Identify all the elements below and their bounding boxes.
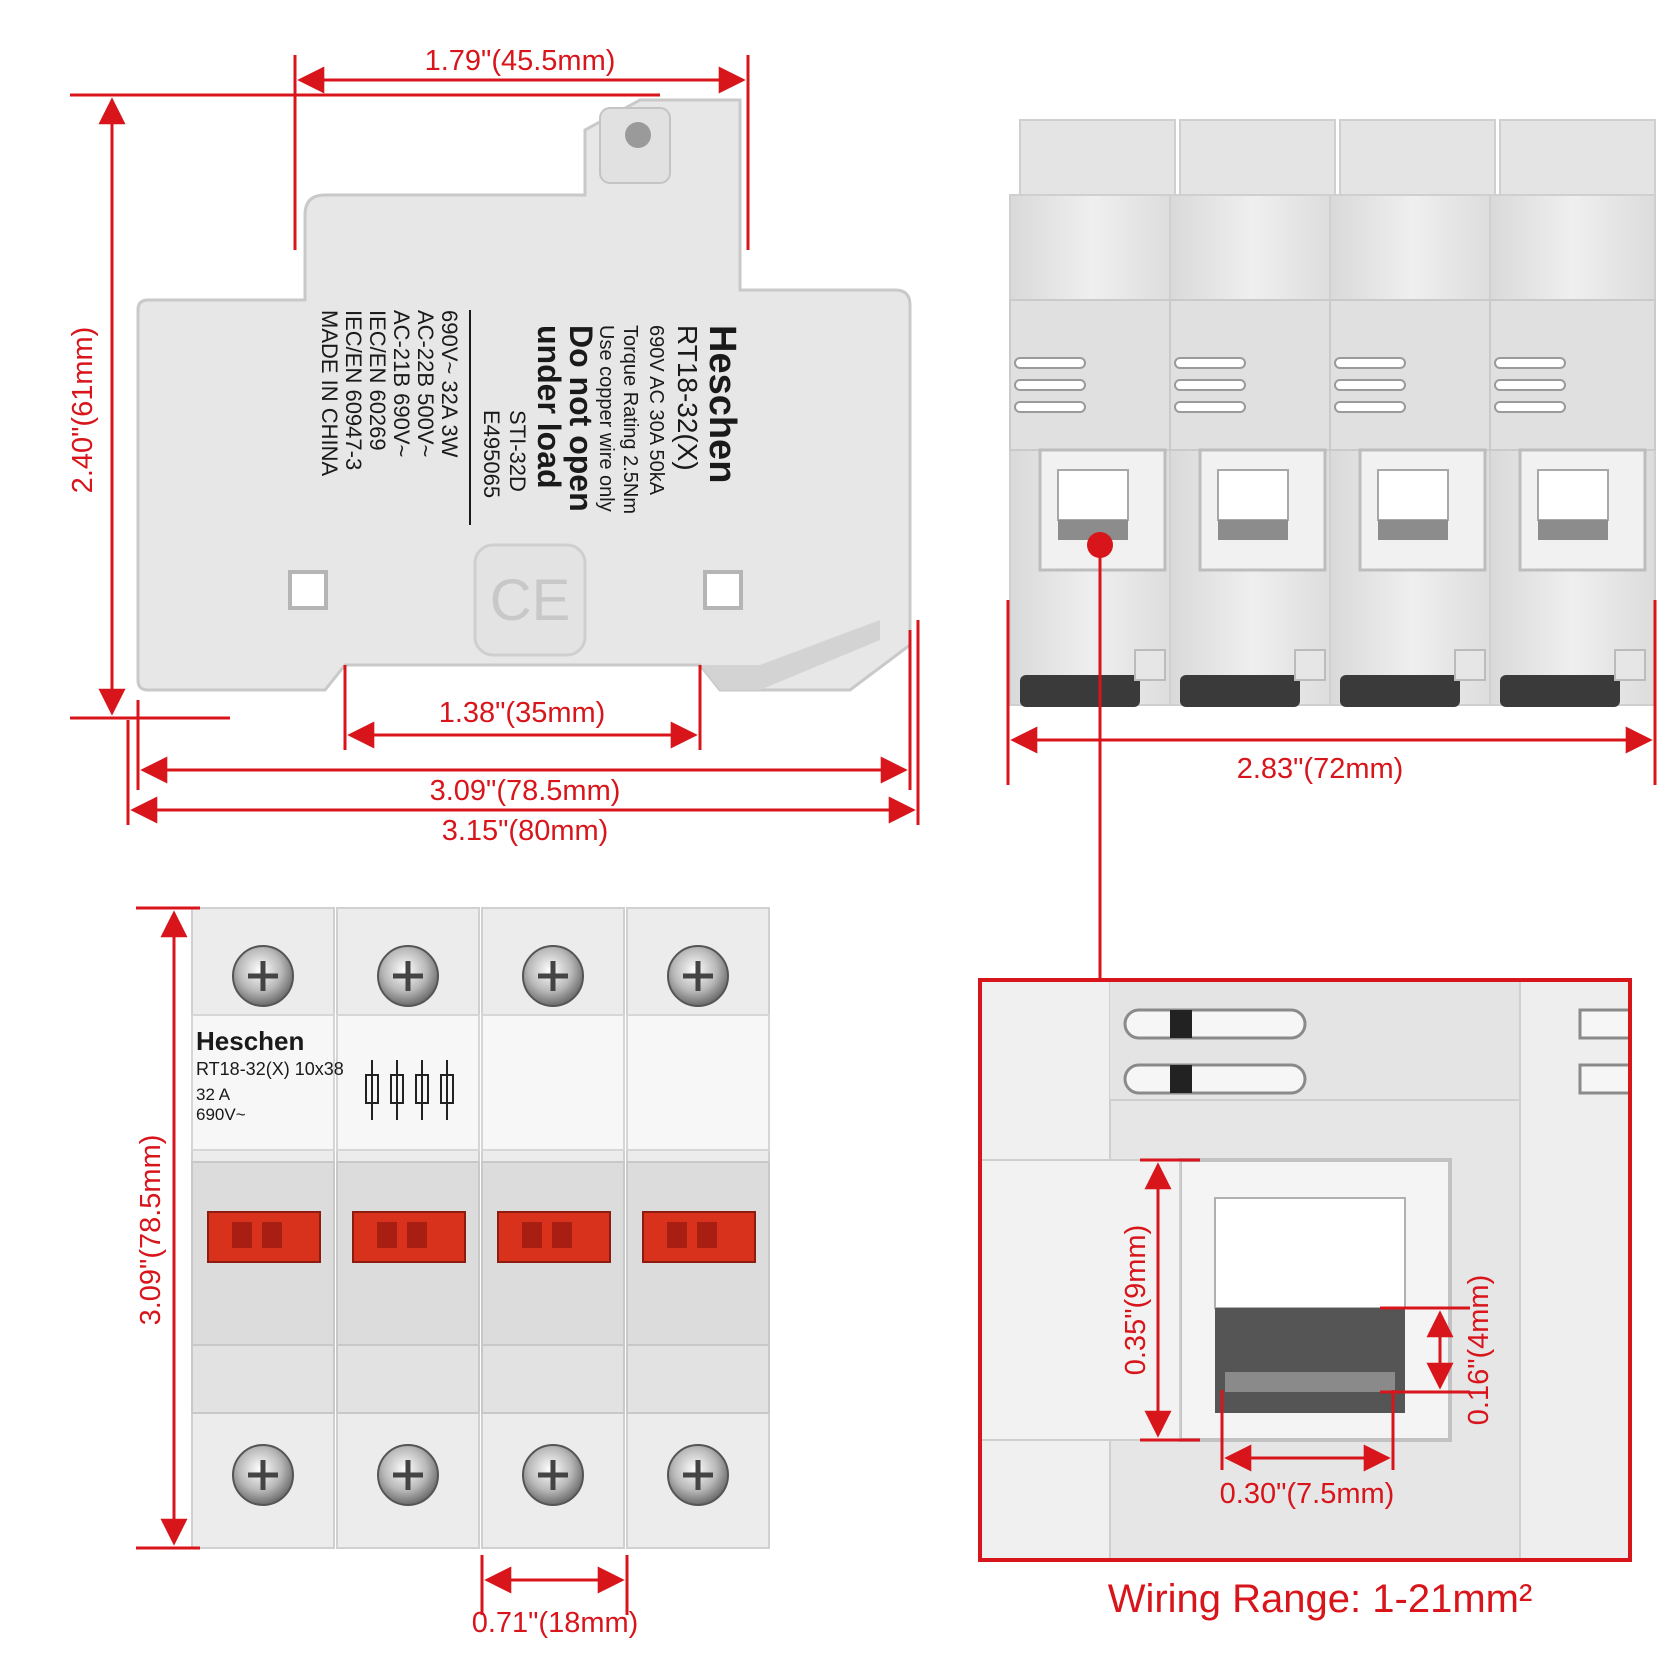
pole-front-2	[337, 908, 479, 1548]
side-warning-2: under load	[531, 325, 567, 489]
svg-text:3.09"(78.5mm): 3.09"(78.5mm)	[430, 775, 621, 807]
svg-text:0.35"(9mm): 0.35"(9mm)	[1120, 1225, 1152, 1376]
side-spec-2: AC-22B 500V~	[413, 310, 438, 457]
side-model: RT18-32(X)	[672, 325, 703, 471]
pole-front-3	[482, 908, 624, 1548]
svg-text:1.79"(45.5mm): 1.79"(45.5mm)	[425, 45, 616, 77]
dim-opening-width: 0.30"(7.5mm)	[1220, 1390, 1395, 1510]
fuse-schematic-icon	[365, 1060, 454, 1120]
dim-pole-pitch: 0.71"(18mm)	[472, 1555, 639, 1639]
svg-text:3.09"(78.5mm): 3.09"(78.5mm)	[135, 1135, 167, 1326]
latch-hole-icon	[625, 122, 651, 148]
dim-front-width: 2.83"(72mm)	[1006, 600, 1657, 785]
pole-top-1	[1009, 119, 1176, 707]
svg-text:1.38"(35mm): 1.38"(35mm)	[439, 697, 606, 729]
dim-body-width: 3.09"(78.5mm) 3.15"(80mm)	[126, 620, 920, 847]
pole-front-4	[627, 908, 769, 1548]
side-torque: Torque Rating 2.5Nm	[619, 325, 641, 514]
front-brand: Heschen	[196, 1026, 304, 1056]
dim-side-height: 2.40"(61mm)	[67, 93, 660, 720]
pole-front-1	[191, 907, 335, 1549]
ce-plate	[473, 543, 587, 657]
side-spec-1: 690V~ 32A 3W	[437, 310, 462, 458]
dim-front-height: 3.09"(78.5mm)	[135, 906, 200, 1550]
svg-text:3.15"(80mm): 3.15"(80mm)	[442, 815, 609, 847]
dim-opening-depth: 0.16"(4mm)	[1380, 1275, 1495, 1426]
dim-opening-height: 0.35"(9mm)	[1120, 1158, 1200, 1442]
dim-din-rail: 1.38"(35mm)	[343, 665, 702, 750]
front-model: RT18-32(X) 10x38	[196, 1059, 344, 1079]
side-view: CE Heschen RT18-32(X) 690V AC 30A 50kA T…	[67, 45, 920, 847]
side-spec-3: AC-21B 690V~	[389, 310, 414, 457]
pole-top-4	[1488, 118, 1657, 709]
side-label-text: Heschen RT18-32(X) 690V AC 30A 50kA Torq…	[317, 310, 743, 525]
side-rating: 690V AC 30A 50kA	[645, 325, 667, 496]
side-body	[136, 98, 912, 692]
side-code: STI-32D	[505, 410, 530, 492]
svg-text:2.83"(72mm): 2.83"(72mm)	[1237, 753, 1404, 785]
svg-text:0.71"(18mm): 0.71"(18mm)	[472, 1607, 639, 1639]
side-file-no: E495065	[479, 410, 504, 498]
side-std-2: IEC/EN 60947-3	[341, 310, 366, 470]
ce-mark-icon: CE	[490, 568, 571, 633]
pole-top-2	[1168, 118, 1337, 709]
side-wire: Use copper wire only	[595, 325, 617, 512]
side-warning-1: Do not open	[563, 325, 599, 512]
inset-frame	[978, 978, 1632, 1562]
front-voltage: 690V~	[196, 1105, 246, 1124]
front-current: 32 A	[196, 1085, 231, 1104]
side-std-1: IEC/EN 60269	[365, 310, 390, 451]
side-origin: MADE IN CHINA	[317, 310, 342, 477]
dim-top-width: 1.79"(45.5mm)	[293, 45, 750, 250]
pole-top-3	[1328, 118, 1497, 709]
svg-text:0.16"(4mm): 0.16"(4mm)	[1463, 1275, 1495, 1426]
mount-hole-right	[703, 570, 743, 610]
din-clip	[700, 620, 880, 690]
zoom-inset: 0.35"(9mm) 0.16"(4mm) 0.30"(7.5mm)	[978, 978, 1632, 1562]
top-view-4pole: 2.83"(72mm)	[1006, 118, 1657, 980]
wiring-range-caption: Wiring Range: 1-21mm²	[1108, 1577, 1533, 1621]
front-view-4pole: Heschen RT18-32(X) 10x38 32 A 690V~ 3.09…	[135, 908, 769, 1639]
mount-hole-left	[288, 570, 328, 610]
svg-text:0.30"(7.5mm): 0.30"(7.5mm)	[1220, 1478, 1395, 1510]
side-brand: Heschen	[701, 325, 743, 483]
svg-text:2.40"(61mm): 2.40"(61mm)	[67, 327, 99, 494]
